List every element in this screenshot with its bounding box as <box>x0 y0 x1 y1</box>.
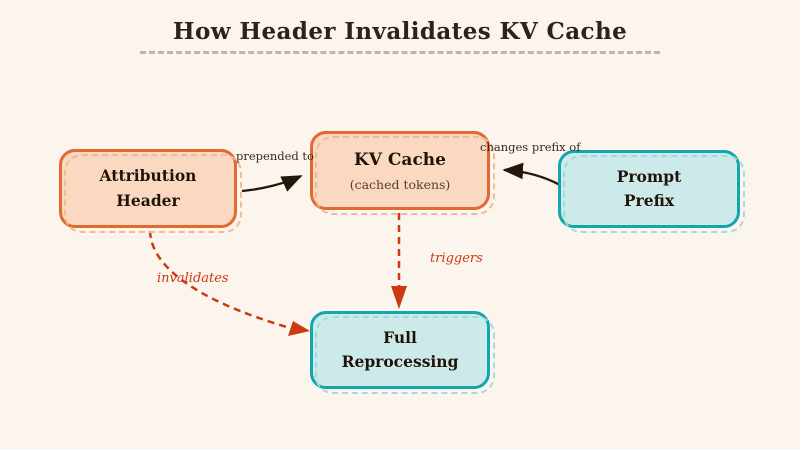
node-kv-cache-subtitle: (cached tokens) <box>349 177 451 193</box>
node-attribution-header-label-line2: Header <box>116 190 180 210</box>
node-attribution-header-label-line1: Attribution <box>99 166 197 186</box>
title-divider-dashed-line <box>140 51 660 54</box>
node-full-reprocessing-label-line2: Reprocessing <box>341 352 459 371</box>
arrow-changes-prefix-of <box>502 162 561 187</box>
node-attribution-header: Attribution Header <box>59 149 237 228</box>
node-kv-cache: KV Cache (cached tokens) <box>310 131 490 210</box>
node-full-reprocessing: Full Reprocessing <box>310 311 490 389</box>
edge-label-changes-prefix-of: changes prefix of <box>480 140 581 154</box>
arrow-prepended-to <box>241 174 303 193</box>
triggers-arrowhead-icon <box>391 286 407 309</box>
edge-label-prepended-to: prepended to <box>236 149 314 163</box>
node-prompt-prefix-label-line1: Prompt <box>616 166 682 186</box>
node-prompt-prefix-label-line2: Prefix <box>623 191 675 210</box>
invalidates-arrowhead-icon <box>288 321 310 336</box>
edge-label-triggers: triggers <box>430 251 483 266</box>
page-title: How Header Invalidates KV Cache <box>172 18 628 45</box>
edge-label-invalidates: invalidates <box>157 271 229 286</box>
node-kv-cache-title: KV Cache <box>354 149 446 170</box>
node-full-reprocessing-label-line1: Full <box>383 327 417 347</box>
node-prompt-prefix: Prompt Prefix <box>558 150 740 228</box>
